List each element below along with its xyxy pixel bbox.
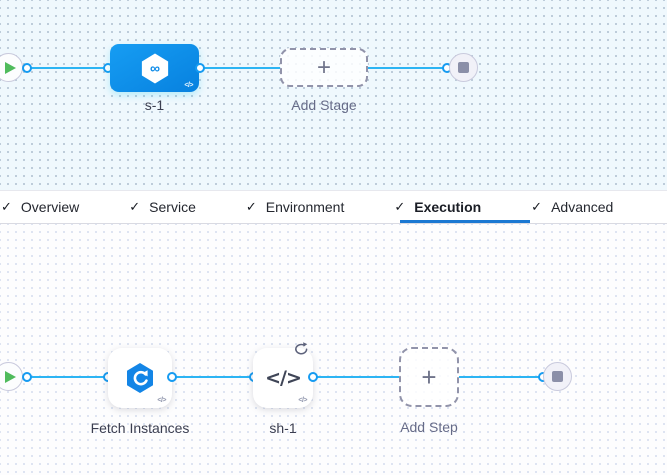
fetch-instances-hexagon-icon (127, 363, 153, 393)
check-icon: ✓ (531, 199, 543, 214)
play-icon (5, 61, 16, 74)
step-label: sh-1 (269, 420, 297, 436)
pipeline-tabbar: ✓ Overview ✓ Service ✓ Environment ✓ Exe… (0, 190, 667, 224)
execution-end-node (543, 362, 572, 391)
step-label: Fetch Instances (90, 420, 190, 436)
execution-start-node (0, 362, 23, 391)
connector-port (21, 371, 32, 382)
check-icon: ✓ (245, 199, 257, 214)
connector-line (368, 67, 449, 69)
code-badge-icon: </> (184, 82, 193, 89)
tab-label: Service (149, 199, 196, 215)
looping-strategy-icon (295, 342, 308, 355)
tab-execution[interactable]: ✓ Execution (394, 199, 481, 215)
tab-label: Environment (265, 199, 345, 215)
connector-line (199, 67, 281, 69)
svg-text:∞: ∞ (149, 60, 159, 76)
stage-label: s-1 (144, 97, 165, 113)
code-badge-icon: </> (298, 397, 307, 404)
connector-port (194, 62, 205, 73)
plus-icon: + (316, 53, 331, 81)
connector-line (459, 376, 543, 378)
pipeline-end-node (449, 53, 478, 82)
step-node-fetch-instances[interactable]: </> (108, 348, 172, 408)
step-node-sh-1[interactable]: </> </> (253, 342, 313, 408)
execution-canvas: </> </> </> + Fetch Instances sh-1 Add S… (0, 224, 667, 475)
check-icon: ✓ (394, 199, 406, 214)
check-icon: ✓ (1, 199, 12, 214)
add-step-button[interactable]: + (399, 347, 459, 407)
tab-label: Overview (20, 199, 80, 215)
connector-port (307, 371, 318, 382)
add-stage-button[interactable]: + (280, 48, 368, 87)
stage-canvas: ∞ </> + s-1 Add Stage (0, 0, 667, 190)
tab-environment[interactable]: ✓ Environment (246, 199, 345, 215)
pipeline-start-node (0, 53, 23, 82)
add-step-label: Add Step (400, 419, 458, 435)
tab-overview[interactable]: ✓ Overview (1, 199, 79, 215)
active-tab-underline (400, 220, 530, 223)
connector-port (21, 62, 32, 73)
tab-service[interactable]: ✓ Service (129, 199, 196, 215)
tab-advanced[interactable]: ✓ Advanced (531, 199, 613, 215)
connector-port (166, 371, 177, 382)
tab-label: Advanced (551, 199, 614, 215)
stop-icon (552, 371, 563, 382)
check-icon: ✓ (129, 199, 141, 214)
tab-label: Execution (414, 199, 482, 215)
add-stage-label: Add Stage (291, 97, 357, 113)
cd-hexagon-infinity-icon: ∞ (141, 53, 168, 83)
connector-line (27, 67, 110, 69)
code-badge-icon: </> (157, 397, 166, 404)
stop-icon (458, 62, 469, 73)
connector-line (172, 376, 254, 378)
stage-node-s-1[interactable]: ∞ </> (110, 44, 199, 92)
connector-line (313, 376, 399, 378)
play-icon (5, 370, 16, 383)
connector-line (27, 376, 108, 378)
shell-script-icon: </> (265, 367, 302, 389)
plus-icon: + (421, 361, 437, 392)
